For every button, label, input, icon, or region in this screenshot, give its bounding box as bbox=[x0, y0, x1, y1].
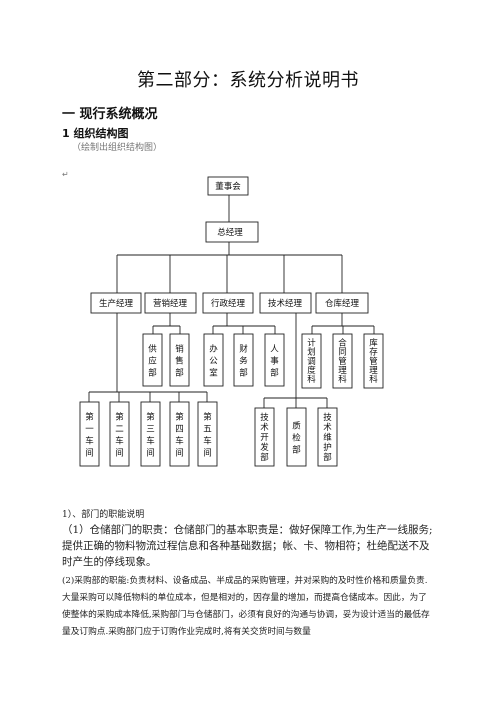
paragraph-warehouse: （1）仓储部门的职责：仓储部门的基本职责是：做好保障工作,为生产一线服务;提供正… bbox=[62, 524, 433, 568]
org-node-office-label: 办公室 bbox=[209, 344, 218, 379]
subsection-heading: 1 组织结构图 bbox=[62, 127, 129, 140]
org-node-tech-maint-label: 技术维护部 bbox=[323, 412, 332, 463]
org-node-board: 董事会 bbox=[207, 176, 249, 196]
org-node-workshop-5-label: 第五车间 bbox=[203, 412, 212, 459]
org-node-tech-label: 技术经理 bbox=[268, 298, 303, 309]
org-node-warehouse: 仓库经理 bbox=[315, 292, 369, 314]
org-node-admin-label: 行政经理 bbox=[211, 298, 246, 309]
org-vertical-boxes bbox=[79, 333, 384, 467]
org-node-admin: 行政经理 bbox=[202, 292, 254, 314]
org-node-tech: 技术经理 bbox=[259, 292, 312, 314]
org-node-production-label: 生产经理 bbox=[99, 298, 134, 309]
org-node-production: 生产经理 bbox=[90, 292, 142, 314]
paragraph-mark: ↵ bbox=[62, 170, 69, 179]
org-chart-connectors bbox=[88, 195, 375, 408]
org-node-sales-label: 销售部 bbox=[175, 344, 184, 379]
page-title: 第二部分：系统分析说明书 bbox=[137, 70, 359, 91]
org-node-tech-dev-label: 技术开发部 bbox=[260, 412, 269, 463]
paragraph-purchasing: (2)采购部的职能:负责材料、设备成品、半成品的采购管理，并对采购的及时性价格和… bbox=[62, 576, 430, 637]
org-node-workshop-4-label: 第四车间 bbox=[175, 412, 184, 459]
org-node-planning-label: 计划调度科 bbox=[307, 337, 316, 385]
org-node-inventory-label: 库存管理科 bbox=[369, 337, 378, 385]
org-node-supply-label: 供应部 bbox=[148, 344, 157, 379]
org-node-qc-label: 质检部 bbox=[292, 421, 301, 456]
org-node-gm-label: 总经理 bbox=[217, 227, 243, 238]
org-node-workshop-2-label: 第二车间 bbox=[115, 412, 124, 459]
section-heading: 一 现行系统概况 bbox=[62, 107, 158, 122]
org-node-finance-label: 财务部 bbox=[239, 344, 248, 379]
org-chart: 董事会 总经理 生产经理 营销经理 行政经理 技术经理 仓库经理 bbox=[79, 176, 384, 467]
org-node-gm: 总经理 bbox=[205, 221, 259, 243]
org-node-warehouse-label: 仓库经理 bbox=[325, 298, 360, 309]
org-node-contract-label: 合同管理科 bbox=[338, 337, 347, 385]
list-item: 1）、部门的职能说明 bbox=[62, 510, 145, 520]
instruction-note: （绘制出组织结构图） bbox=[72, 143, 163, 153]
org-node-workshop-3-label: 第三车间 bbox=[146, 412, 155, 459]
org-node-hr-label: 人事部 bbox=[270, 345, 279, 379]
org-node-marketing-label: 营销经理 bbox=[153, 298, 188, 309]
org-node-workshop-1-label: 第一车间 bbox=[85, 412, 94, 459]
org-node-board-label: 董事会 bbox=[215, 181, 241, 192]
org-node-marketing: 营销经理 bbox=[144, 292, 197, 314]
